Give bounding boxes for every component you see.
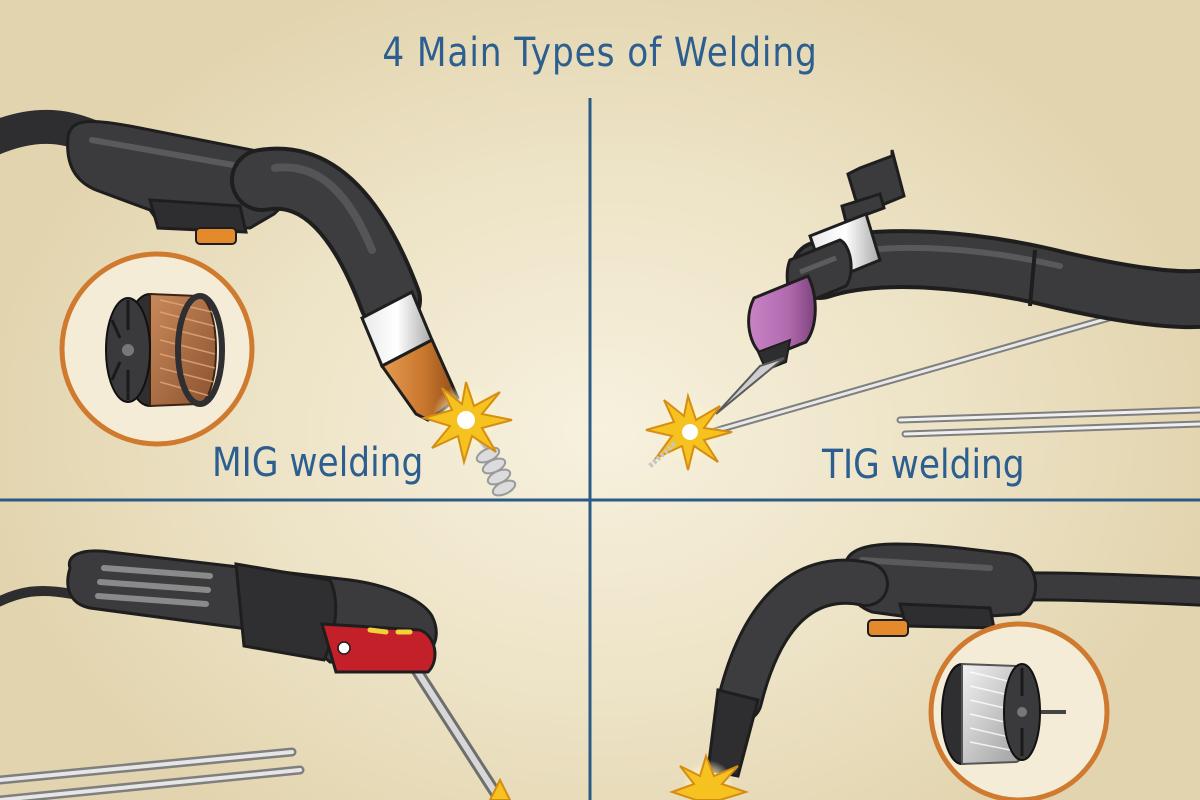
page-title: 4 Main Types of Welding: [382, 30, 818, 76]
spark-icon: [420, 381, 513, 466]
copper-wire-spool-icon: [59, 251, 255, 447]
filler-rod-icon: [686, 288, 1200, 442]
stick-electrode-holder-icon: [0, 549, 438, 674]
mig-welding-caption: MIG welding: [212, 440, 424, 486]
mig-torch-icon: [0, 109, 517, 497]
spark-icon: [488, 777, 512, 800]
silver-wire-spool-icon: [928, 621, 1110, 800]
panel-dividers: [0, 98, 1200, 800]
electrode-rod-icon: [0, 656, 506, 800]
spark-icon: [668, 752, 750, 800]
flux-cored-torch-icon: [706, 542, 1200, 778]
spark-icon: [645, 392, 733, 471]
tig-torch-icon: [715, 149, 1200, 415]
tig-welding-caption: TIG welding: [822, 442, 1025, 488]
